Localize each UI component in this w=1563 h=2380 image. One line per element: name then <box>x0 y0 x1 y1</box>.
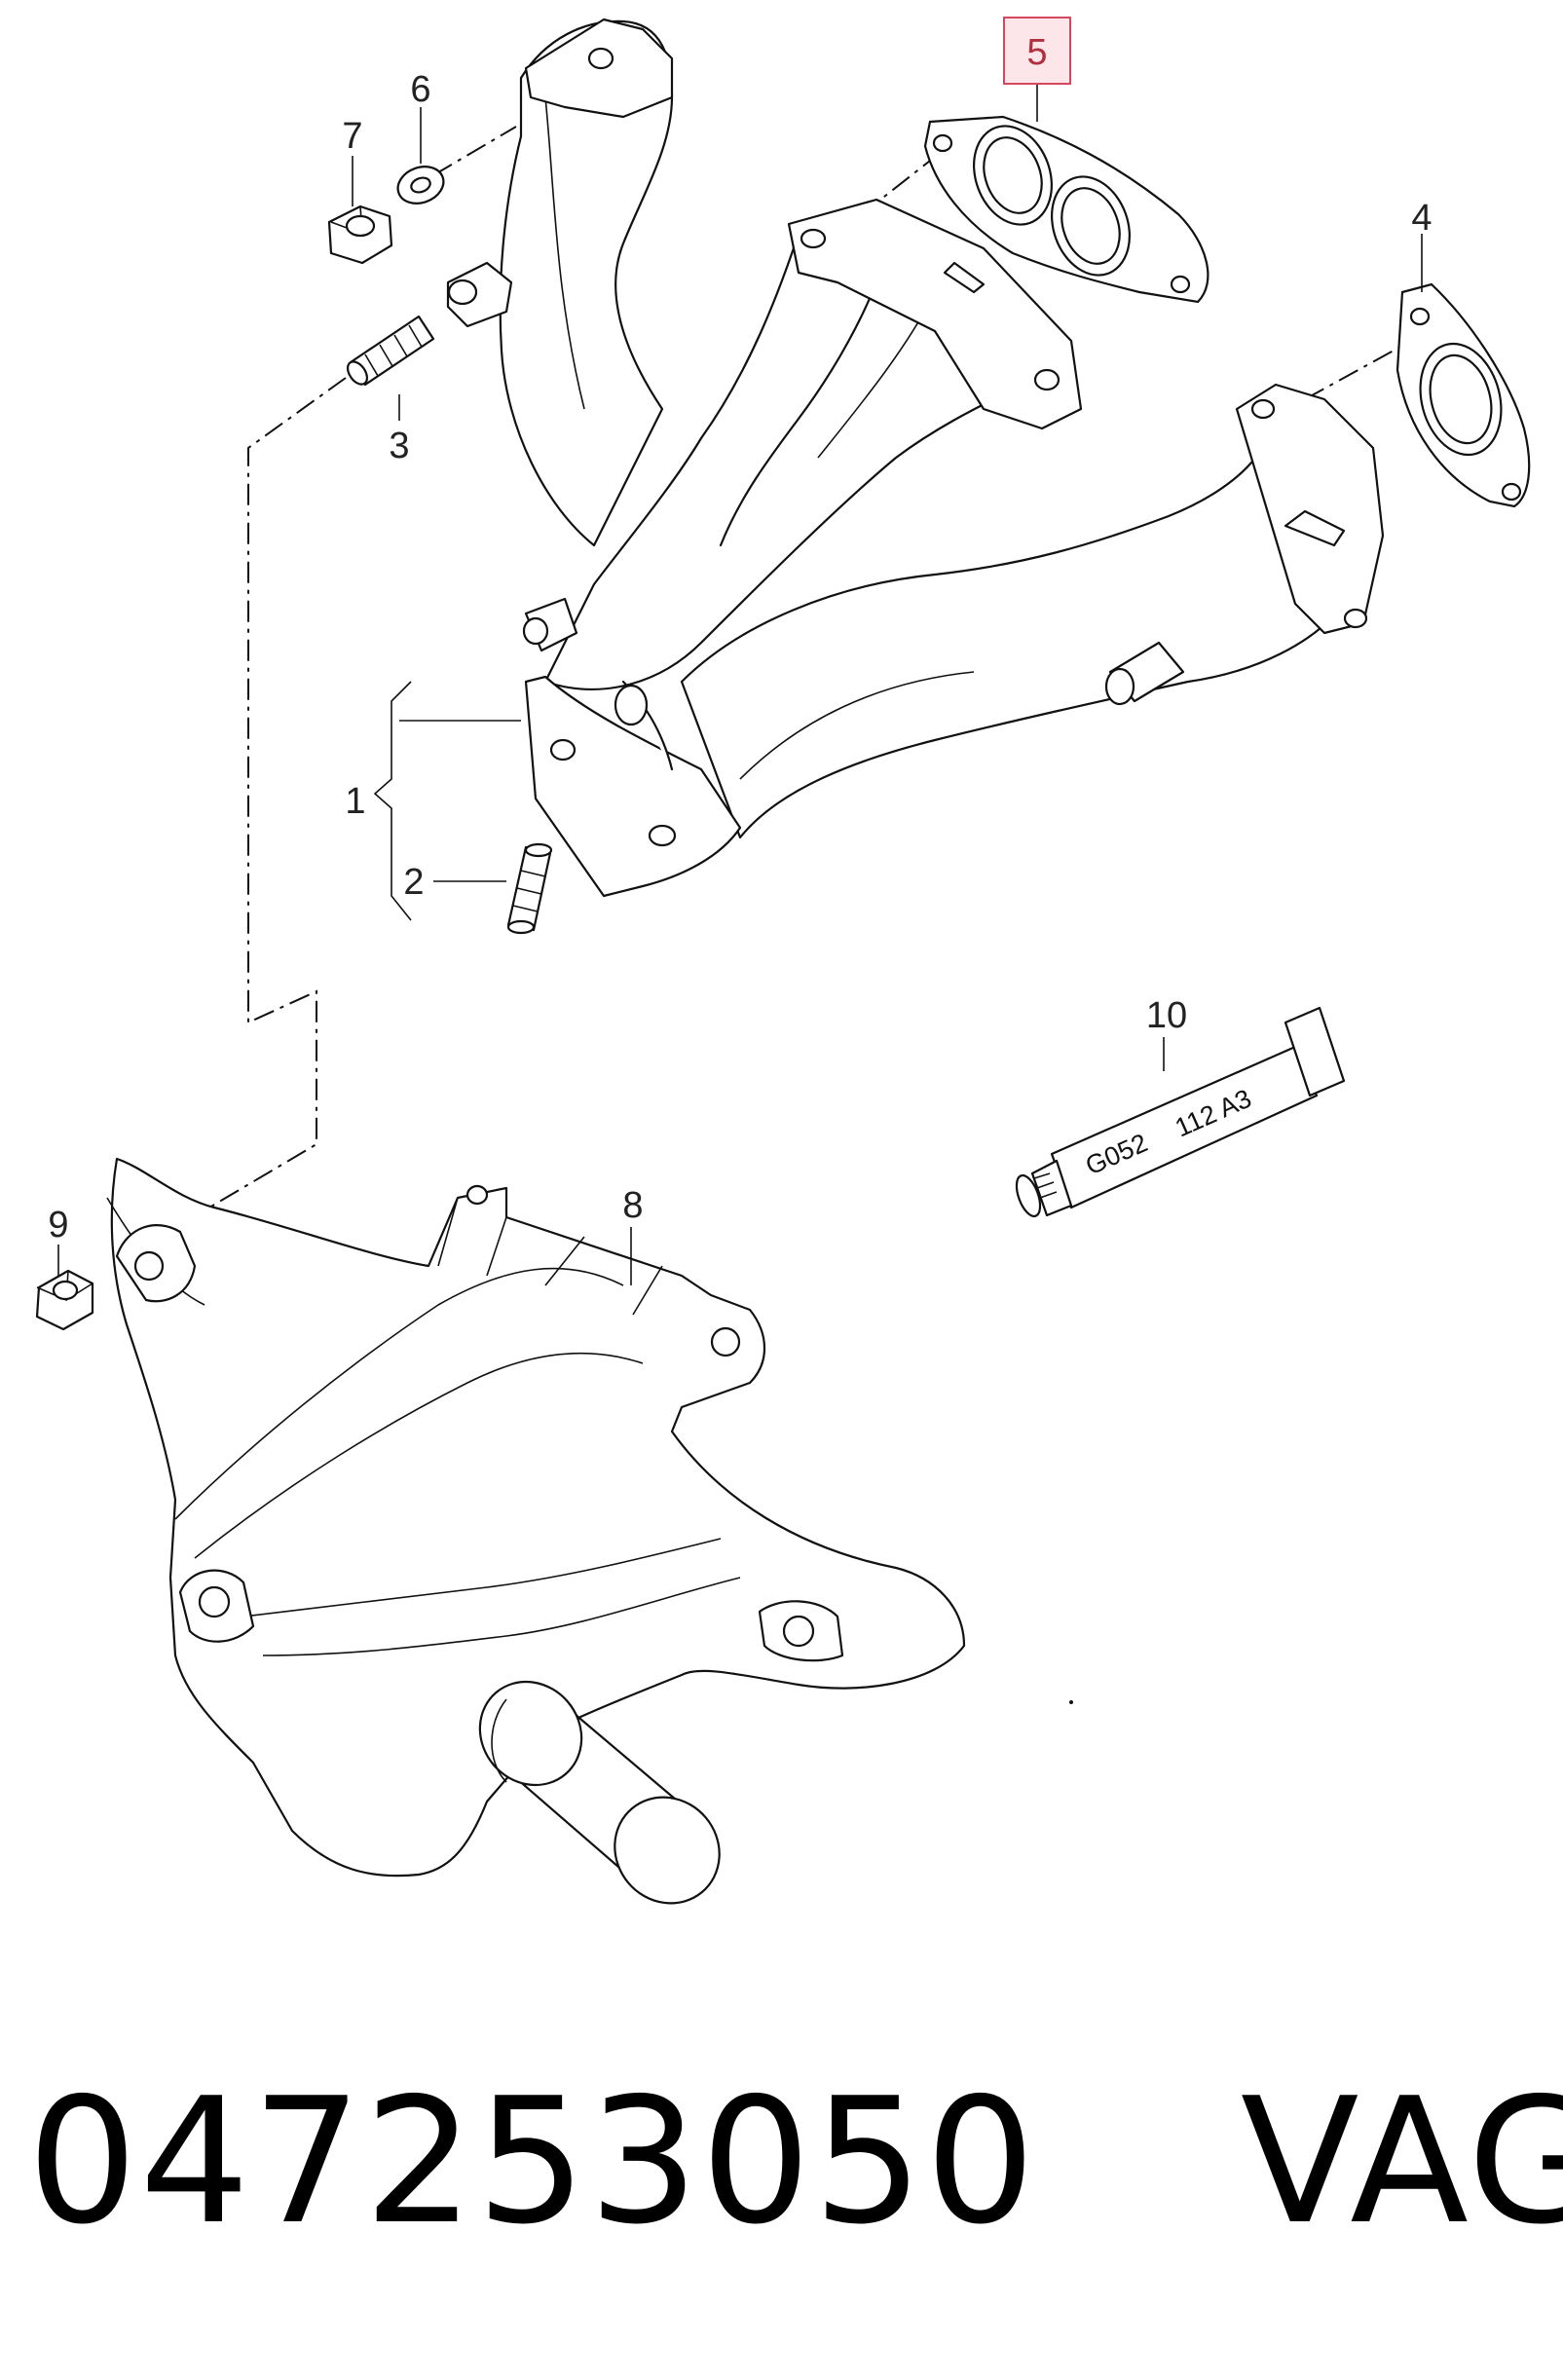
stud-lower <box>506 842 553 935</box>
hex-nut-top <box>327 205 393 265</box>
gasket-single-port <box>1396 282 1531 508</box>
callout-6[interactable]: 6 <box>410 69 430 110</box>
speck-mark <box>1069 1700 1073 1704</box>
callout-3[interactable]: 3 <box>389 426 409 466</box>
exhaust-manifold <box>446 18 1385 898</box>
assembly-dash-line-gasket4 <box>1304 345 1403 400</box>
gasket-twin-port <box>923 115 1209 304</box>
manifold-boss-upper <box>446 261 513 328</box>
leader-lines <box>57 76 1423 1285</box>
footer-caption: 047253050 VAG <box>27 2055 1563 2269</box>
assembly-dash-line-washer <box>432 126 517 176</box>
callout-7[interactable]: 7 <box>342 116 362 157</box>
brand-name: VAG <box>1240 2061 1563 2262</box>
manifold-boss-lower <box>522 597 578 652</box>
highlight-box-callout-5 <box>1003 17 1071 85</box>
callout-4[interactable]: 4 <box>1411 198 1432 239</box>
stud-upper <box>346 315 435 387</box>
callout-5[interactable]: 5 <box>1026 32 1047 73</box>
part-number: 047253050 <box>27 2061 1038 2262</box>
assembly-dash-line <box>208 377 347 1209</box>
callout-10[interactable]: 10 <box>1146 995 1187 1036</box>
manifold-boss-right <box>1104 641 1185 706</box>
callout-1[interactable]: 1 <box>345 781 365 822</box>
callout-8[interactable]: 8 <box>622 1185 643 1226</box>
sealant-tube: G052 112 A3 <box>1015 1006 1346 1218</box>
heat-shield <box>106 1157 966 1905</box>
callout-9[interactable]: 9 <box>48 1205 68 1246</box>
washer <box>396 166 445 205</box>
callout-2[interactable]: 2 <box>403 862 424 903</box>
hex-nut-lower <box>35 1269 94 1331</box>
